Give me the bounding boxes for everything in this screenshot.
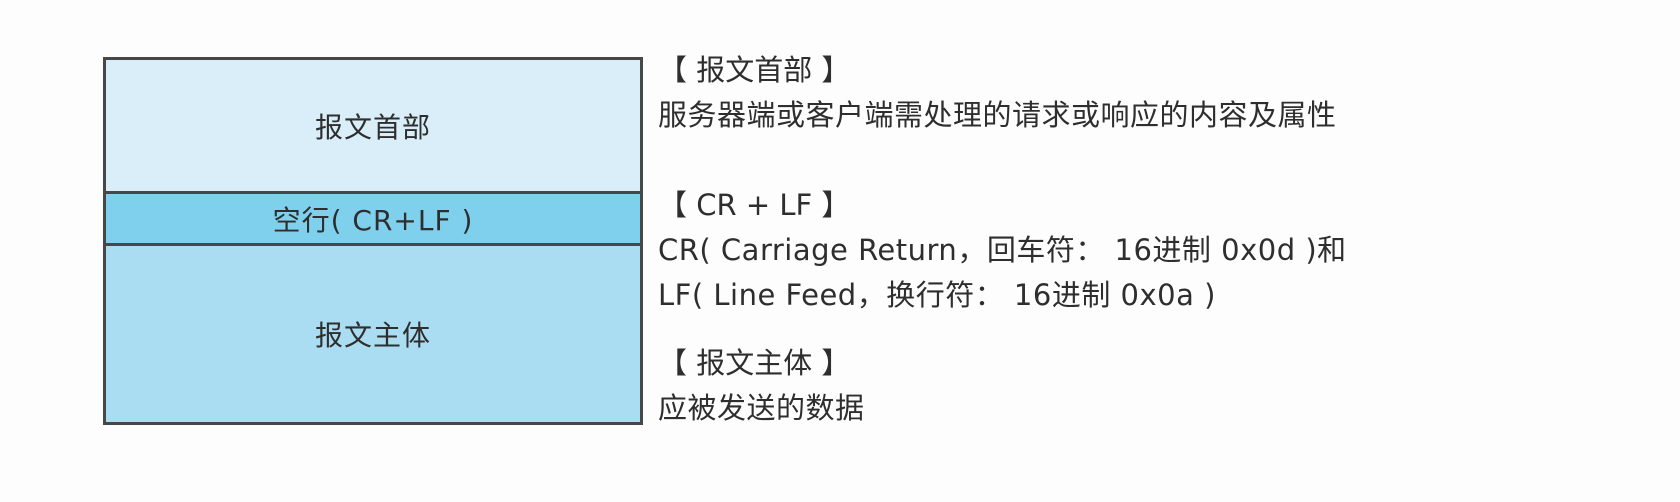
annotation-cr-line: CR( Carriage Return，回车符： 16进制 0x0d )和 — [658, 233, 1347, 267]
annotation-lf-line: LF( Line Feed，换行符： 16进制 0x0a ) — [658, 278, 1216, 312]
section-blank-line: 空行( CR+LF ) — [106, 191, 640, 243]
annotation-message-body-title: 【 报文主体 】 — [658, 346, 851, 380]
message-box: 报文首部 空行( CR+LF ) 报文主体 — [103, 57, 643, 425]
annotation-cr-lf: 【 CR + LF 】 CR( Carriage Return，回车符： 16进… — [658, 183, 1658, 318]
annotation-message-body-line: 应被发送的数据 — [658, 391, 865, 425]
section-blank-line-label: 空行( CR+LF ) — [272, 203, 474, 237]
section-message-header-label: 报文首部 — [314, 110, 431, 144]
annotation-cr-lf-title: 【 CR + LF 】 — [658, 188, 851, 222]
annotation-message-body: 【 报文主体 】 应被发送的数据 — [658, 341, 1658, 431]
annotations-column: 【 报文首部 】 服务器端或客户端需处理的请求或响应的内容及属性 【 CR + … — [658, 0, 1658, 502]
section-message-body: 报文主体 — [106, 243, 640, 422]
annotation-message-header-title: 【 报文首部 】 — [658, 53, 851, 87]
annotation-message-header-line: 服务器端或客户端需处理的请求或响应的内容及属性 — [658, 98, 1337, 132]
annotation-message-header: 【 报文首部 】 服务器端或客户端需处理的请求或响应的内容及属性 — [658, 48, 1658, 138]
section-message-header: 报文首部 — [106, 60, 640, 191]
section-message-body-label: 报文主体 — [314, 319, 431, 352]
